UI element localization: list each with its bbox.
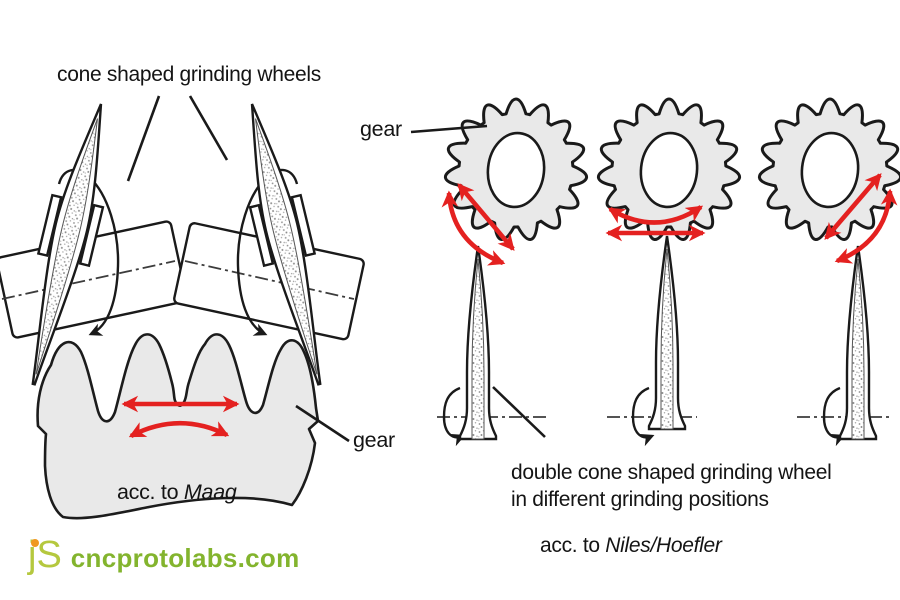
site-name: cncprotolabs.com (70, 543, 300, 573)
grinding-wheel-2 (647, 234, 687, 431)
maag-caption-prefix: acc. to (117, 480, 184, 504)
niles-hoefler-caption: acc. to Niles/Hoefler (540, 534, 722, 557)
wheel-caption-leader (492, 386, 546, 438)
gear-3 (752, 91, 900, 250)
right-shaft-centerline (184, 260, 355, 300)
logo-dot-icon (31, 539, 39, 547)
wheels-label-leader-left (126, 95, 161, 182)
wheels-label-leader-right (188, 95, 229, 161)
gear-label-left: gear (353, 428, 395, 452)
maag-caption: acc. to Maag (117, 480, 237, 505)
left-shaft-centerline (1, 260, 176, 300)
wheel3-rotation-arrow (822, 386, 846, 447)
rotation-arrow-right (236, 168, 299, 336)
wheel1-rotation-arrow (442, 386, 466, 447)
cone-wheels-label: cone shaped grinding wheels (57, 63, 321, 86)
niles-caption-name: Niles/Hoefler (605, 534, 722, 557)
gear-1 (438, 91, 596, 250)
gear1-stroke-arrow-curved (441, 190, 506, 266)
niles-caption-prefix: acc. to (540, 534, 606, 557)
grinding-wheel-3 (838, 244, 878, 441)
gear3-stroke-arrow-curved (834, 188, 898, 264)
gear-2 (591, 91, 749, 250)
wheel-caption-line1: double cone shaped grinding wheel (511, 461, 832, 484)
maag-diagram (0, 95, 365, 520)
gear-label-leader-right (410, 124, 488, 134)
niles-hoefler-diagram (410, 91, 900, 447)
watermark: jS cncprotolabs.com (28, 534, 300, 577)
wheel2-rotation-arrow (631, 386, 655, 447)
grinding-wheel-1 (458, 244, 498, 441)
stroke-arrow-curved (128, 421, 230, 439)
gear2-stroke-arrow-curved (607, 205, 704, 225)
wheel-caption-line2: in different grinding positions (511, 488, 769, 511)
maag-caption-name: Maag (183, 480, 237, 504)
gear-label-right: gear (360, 117, 402, 141)
gear-label-leader-left (295, 404, 350, 443)
site-logo: jS (28, 534, 62, 577)
